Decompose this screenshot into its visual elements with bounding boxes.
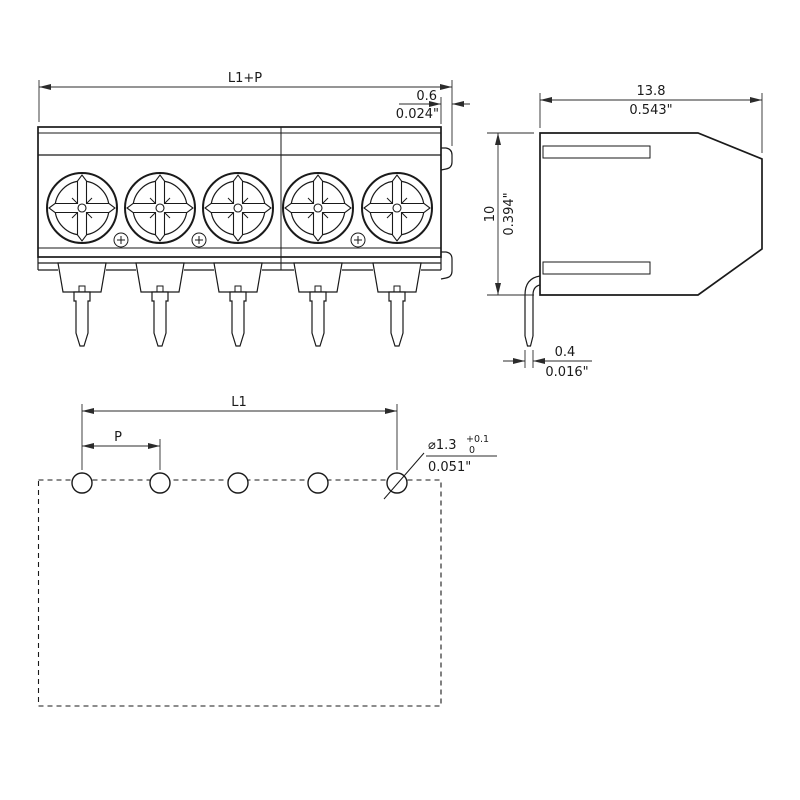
dim-latch-offset-mm: 0.6 <box>416 89 437 104</box>
dim-height-mm: 10 <box>483 206 498 223</box>
dim-height: 10 0.394" <box>483 132 534 296</box>
dim-latch-offset-in: 0.024" <box>396 107 439 122</box>
drill-hole-1 <box>71 472 93 494</box>
hole-diameter-in: 0.051" <box>428 460 471 475</box>
dim-depth-in: 0.543" <box>629 103 672 118</box>
side-latch-slot-bottom <box>542 261 651 275</box>
side-latch-slot-top <box>542 145 651 159</box>
test-point-3 <box>350 232 366 248</box>
dim-pitch: P <box>82 430 161 470</box>
foot-4 <box>293 262 343 293</box>
footprint-view: L1 P ⌀1.3 +0.1 0 0.051" <box>37 395 497 707</box>
side-view: 13.8 0.543" 10 0.394" 0.4 0.016" <box>483 84 763 380</box>
screw-terminal-5 <box>361 172 433 244</box>
foot-3 <box>213 262 263 293</box>
screw-terminal-3 <box>202 172 274 244</box>
test-point-1 <box>113 232 129 248</box>
drill-hole-2 <box>149 472 171 494</box>
dim-pin-width-mm: 0.4 <box>555 345 576 360</box>
hole-tol-plus: +0.1 <box>466 434 489 445</box>
foot-1 <box>57 262 107 293</box>
side-solder-pin <box>524 275 541 347</box>
drill-hole-4 <box>307 472 329 494</box>
front-view: L1+P 0.6 0.024" <box>37 71 470 347</box>
dim-height-in: 0.394" <box>502 192 517 235</box>
side-housing-outline <box>539 132 763 296</box>
hole-callout: ⌀1.3 +0.1 0 0.051" <box>383 434 497 500</box>
dim-pin-width-in: 0.016" <box>545 365 588 380</box>
dim-latch-offset: 0.6 0.024" <box>396 89 470 124</box>
screw-terminal-1 <box>46 172 118 244</box>
test-point-2 <box>191 232 207 248</box>
dim-pitch-label: P <box>114 430 122 445</box>
solder-pin-4 <box>309 291 327 347</box>
screw-terminal-4 <box>282 172 354 244</box>
pcb-outline <box>37 479 442 707</box>
front-latch-bottom <box>440 251 453 280</box>
front-latch-top <box>440 147 453 171</box>
dim-depth: 13.8 0.543" <box>539 84 763 153</box>
foot-5 <box>372 262 422 293</box>
hole-leader-line <box>383 452 425 500</box>
dim-row-length: L1 <box>81 395 398 470</box>
dim-row-length-label: L1 <box>231 395 247 410</box>
solder-pin-1 <box>73 291 91 347</box>
dim-overall-width-label: L1+P <box>228 71 262 86</box>
solder-pin-2 <box>151 291 169 347</box>
foot-2 <box>135 262 185 293</box>
dim-depth-mm: 13.8 <box>637 84 666 99</box>
solder-pin-3 <box>229 291 247 347</box>
solder-pin-5 <box>388 291 406 347</box>
hole-tol-minus: 0 <box>469 445 475 456</box>
hole-diameter-label: ⌀1.3 <box>428 438 457 453</box>
screw-terminal-2 <box>124 172 196 244</box>
drill-hole-3 <box>227 472 249 494</box>
dim-pin-width: 0.4 0.016" <box>503 345 592 380</box>
dim-overall-width: L1+P <box>38 71 453 146</box>
front-housing-outline <box>37 126 442 258</box>
